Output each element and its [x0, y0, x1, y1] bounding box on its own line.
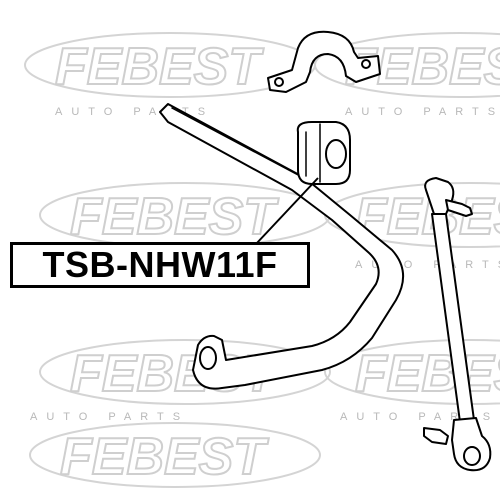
bushing-bracket — [267, 30, 381, 93]
stabilizer-bushing — [296, 121, 351, 185]
leader-line — [255, 177, 319, 245]
watermark-logo: FEBEST — [29, 422, 321, 488]
watermark-tagline: AUTO PARTS — [340, 411, 499, 423]
watermark-tagline: AUTO PARTS — [30, 411, 189, 423]
part-number-text: TSB-NHW11F — [42, 244, 278, 285]
bushing-bore — [325, 139, 347, 169]
watermark-logo: FEBEST AUTO PARTS — [314, 32, 500, 118]
stabilizer-bar — [159, 103, 404, 390]
watermark-brand: FEBEST — [355, 345, 500, 403]
watermark-tagline: AUTO PARTS — [345, 106, 500, 118]
watermark-brand: FEBEST — [70, 188, 279, 246]
link-lower-stud — [423, 427, 449, 445]
bar-end-eye — [199, 346, 217, 370]
part-number-label: TSB-NHW11F — [10, 242, 310, 288]
watermark-brand: FEBEST — [355, 188, 500, 246]
link-upper-stud — [445, 199, 473, 217]
watermark-brand: FEBEST — [60, 428, 269, 486]
stabilizer-link — [423, 177, 492, 472]
watermark-brand: FEBEST — [55, 38, 264, 96]
